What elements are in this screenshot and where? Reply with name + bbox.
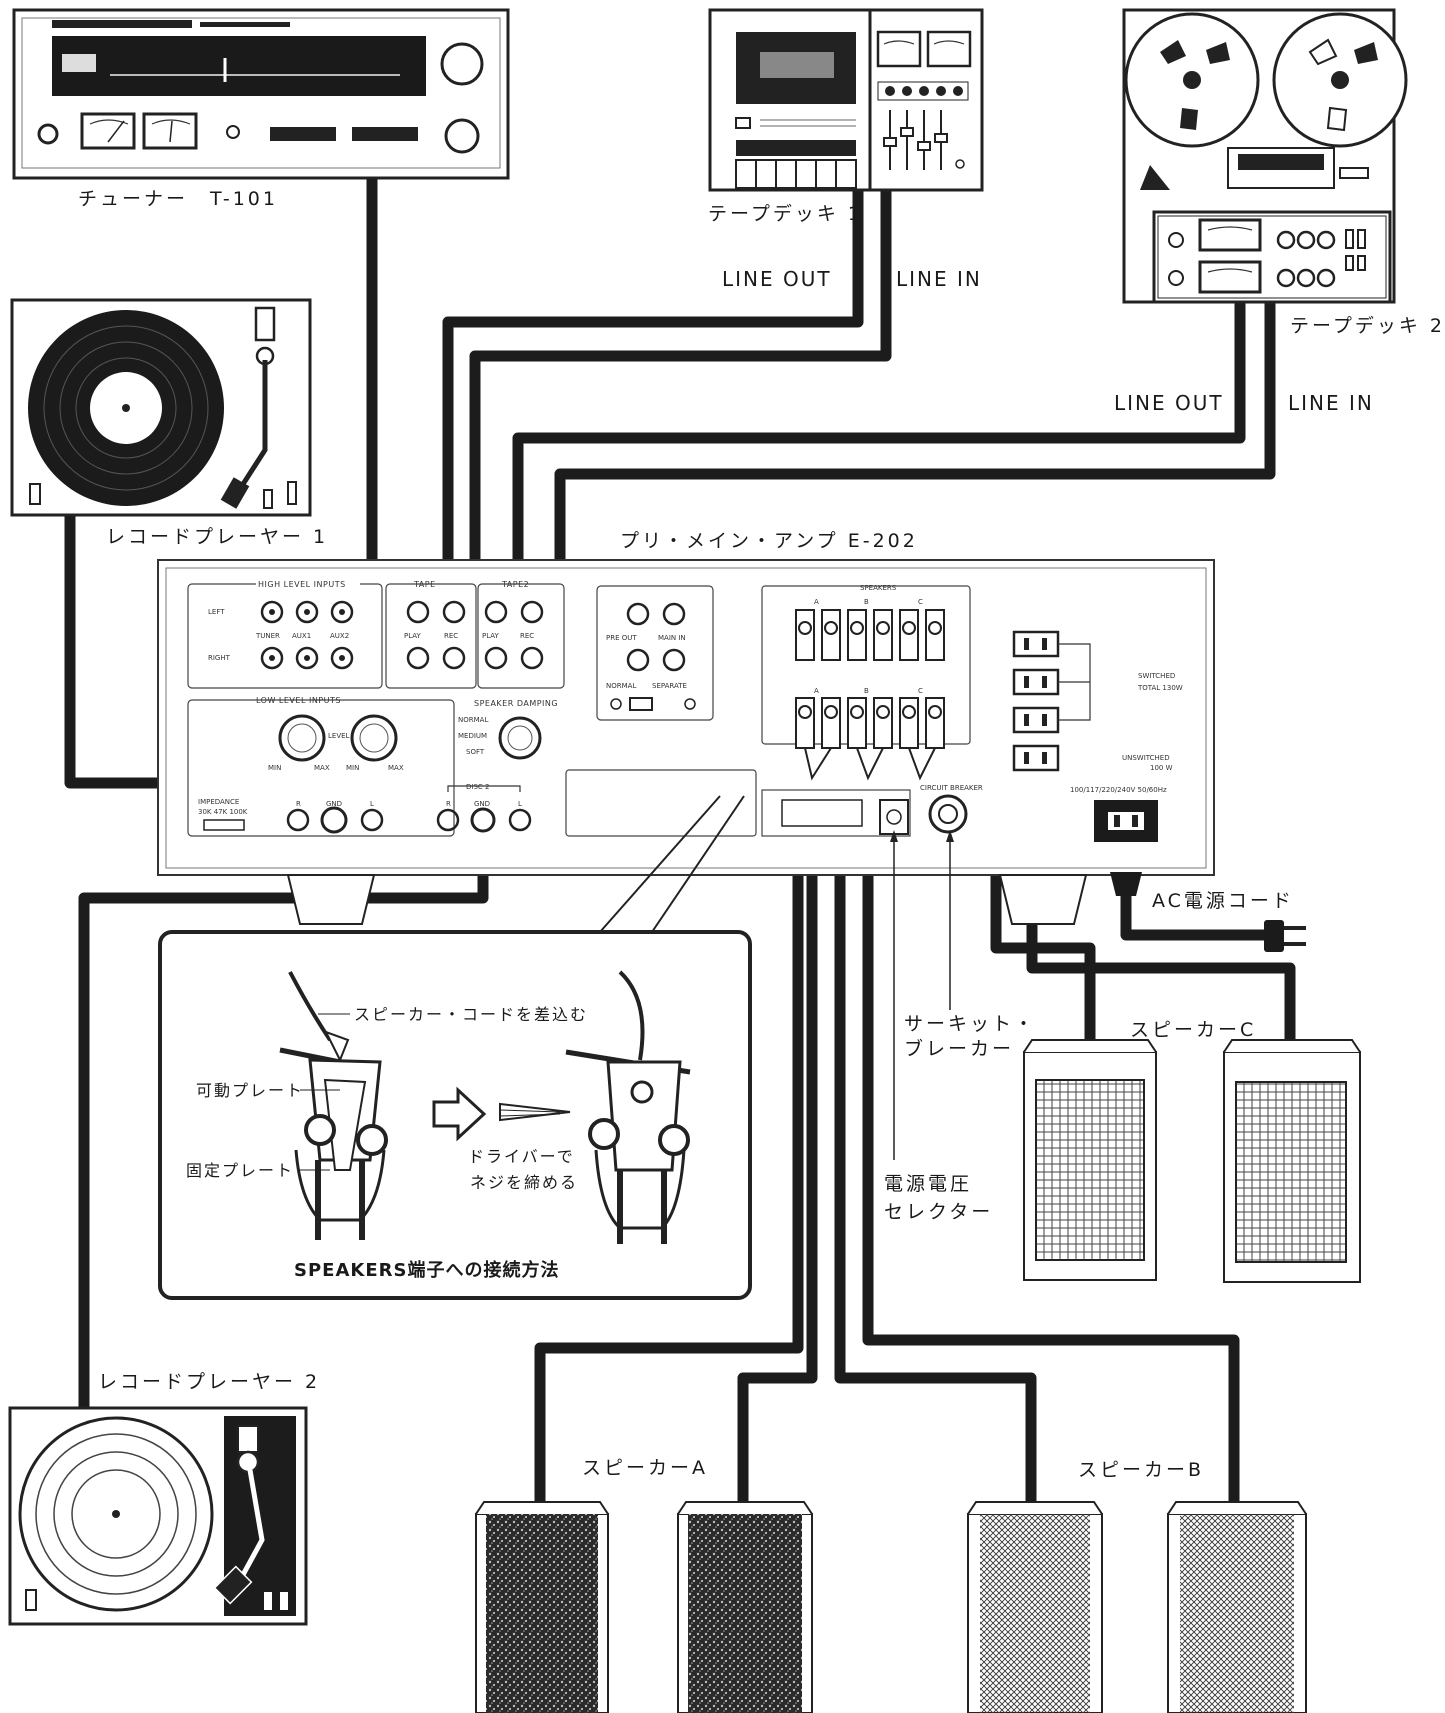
movable-plate-label: 可動プレート (196, 1081, 304, 1100)
line-out-2-label: LINE OUT (1114, 391, 1224, 415)
line-in-2-label: LINE IN (1288, 391, 1374, 415)
max-label-1: MAX (314, 764, 330, 772)
normal-label: NORMAL (606, 682, 636, 690)
tuner-jack-label: TUNER (255, 632, 280, 640)
speaker-a-label: スピーカーA (582, 1457, 708, 1479)
ch-a-label-top: A (814, 598, 819, 606)
rec-label: REC (444, 632, 458, 640)
impedance-values: 30K 47K 100K (198, 808, 248, 816)
rec2-label: REC (520, 632, 534, 640)
speaker-b-label: スピーカーB (1078, 1459, 1204, 1481)
damp-normal-label: NORMAL (458, 716, 488, 724)
pre-out-label: PRE OUT (606, 634, 637, 642)
voltage-selector-label-2: セレクター (884, 1201, 993, 1223)
play-label: PLAY (404, 632, 422, 640)
amp-label: プリ・メイン・アンプ E-202 (620, 530, 918, 552)
record-player-2 (10, 1408, 306, 1624)
circuit-breaker-panel-label: CIRCUIT BREAKER (920, 784, 983, 792)
speaker-a-left (476, 1502, 608, 1713)
speakers-label: SPEAKERS (860, 584, 897, 592)
ch-c-label-bottom: C (918, 687, 923, 695)
play2-label: PLAY (482, 632, 500, 640)
tape-deck-1 (710, 10, 982, 190)
disc2-label: DISC 2 (466, 783, 489, 791)
speaker-a-right (678, 1502, 812, 1713)
impedance-label: IMPEDANCE (198, 798, 239, 806)
unswitched-label: UNSWITCHED (1122, 754, 1170, 762)
right-label: RIGHT (208, 654, 231, 662)
separate-label: SEPARATE (652, 682, 687, 690)
tape2-label: TAPE2 (501, 580, 529, 589)
circuit-breaker-label-2: ブレーカー (904, 1037, 1014, 1060)
high-level-inputs-label: HIGH LEVEL INPUTS (258, 580, 346, 589)
min-label-2: MIN (346, 764, 359, 772)
main-in-label: MAIN IN (658, 634, 686, 642)
tape-deck-2-label: テープデッキ 2 (1290, 315, 1445, 337)
damp-soft-label: SOFT (466, 748, 485, 756)
speaker-b-left (968, 1502, 1102, 1713)
ch-b-label-bottom: B (864, 687, 869, 695)
line-in-1-label: LINE IN (896, 267, 982, 291)
speaker-c-right (1224, 1040, 1360, 1282)
aux1-label: AUX1 (292, 632, 311, 640)
fixed-plate-label: 固定プレート (186, 1161, 294, 1180)
aux2-label: AUX2 (330, 632, 349, 640)
speaker-c-left (1024, 1040, 1156, 1280)
tuner-unit (14, 10, 508, 178)
ch-b-label-top: B (864, 598, 869, 606)
inset-title: SPEAKERS端子への接続方法 (294, 1259, 559, 1281)
switched-total-label: TOTAL 130W (1137, 684, 1183, 692)
ch-c-label-top: C (918, 598, 923, 606)
max-label-2: MAX (388, 764, 404, 772)
amplifier-rear-panel: HIGH LEVEL INPUTS LEFT RIGHT TUNER AUX1 … (158, 560, 1214, 924)
r-label-1: R (296, 800, 301, 808)
speaker-c-label: スピーカーC (1130, 1019, 1256, 1041)
record-player-2-label: レコードプレーヤー 2 (98, 1371, 320, 1393)
gnd-label-2: GND (474, 800, 490, 808)
circuit-breaker-label-1: サーキット・ (904, 1013, 1036, 1035)
damp-medium-label: MEDIUM (458, 732, 487, 740)
gnd-label-1: GND (326, 800, 342, 808)
tape-deck-1-label: テープデッキ 1 (708, 203, 863, 225)
unswitched-watt-label: 100 W (1150, 764, 1173, 772)
speaker-b-right (1168, 1502, 1306, 1713)
r-label-2: R (446, 800, 451, 808)
level-label: LEVEL (328, 732, 350, 740)
voltage-spec-label: 100/117/220/240V 50/60Hz (1070, 786, 1167, 794)
speaker-damping-label: SPEAKER DAMPING (474, 699, 558, 708)
insert-cord-label: スピーカー・コードを差込む (354, 1005, 588, 1024)
screw-label-2: ネジを締める (470, 1173, 578, 1192)
switched-label: SWITCHED (1138, 672, 1175, 680)
tape-label: TAPE (413, 580, 436, 589)
low-level-inputs-label: LOW LEVEL INPUTS (256, 696, 341, 705)
screw-label-1: ドライバーで (468, 1147, 575, 1166)
left-label: LEFT (208, 608, 225, 616)
ch-a-label-bottom: A (814, 687, 819, 695)
tape-deck-2 (1124, 10, 1406, 302)
tuner-label: チューナー T-101 (78, 188, 278, 210)
line-out-1-label: LINE OUT (722, 267, 832, 291)
ac-cord-label: AC電源コード (1152, 890, 1294, 912)
voltage-selector-label-1: 電源電圧 (884, 1173, 972, 1195)
l-label-2: L (518, 800, 522, 808)
record-player-1-label: レコードプレーヤー 1 (106, 526, 328, 548)
record-player-1 (12, 300, 310, 515)
l-label-1: L (370, 800, 374, 808)
min-label-1: MIN (268, 764, 281, 772)
